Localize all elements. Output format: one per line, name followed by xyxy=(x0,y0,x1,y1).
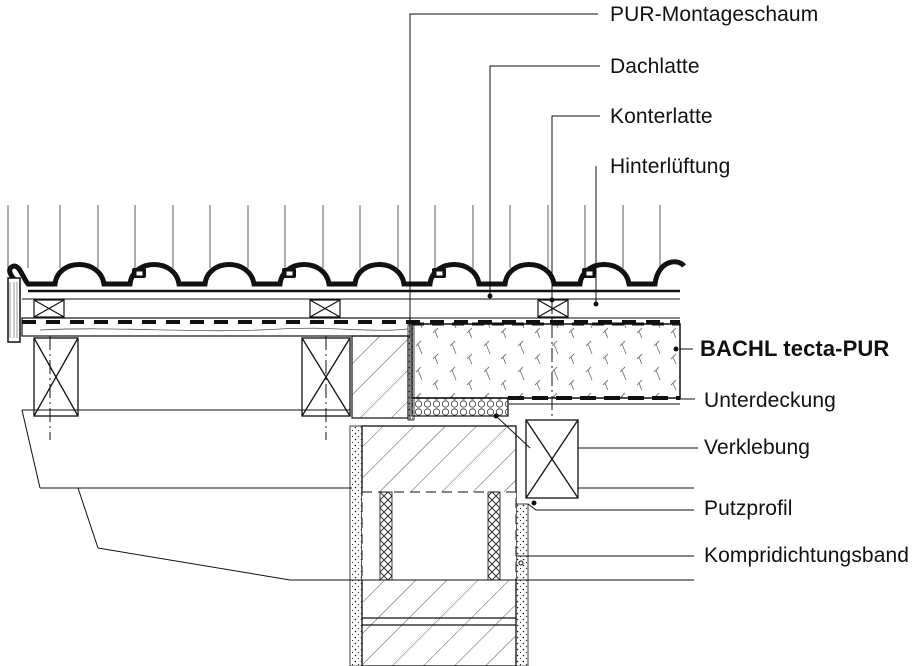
label-hinterlueftung: Hinterlüftung xyxy=(610,155,731,178)
boarding-layer xyxy=(21,317,680,337)
center-lines xyxy=(49,300,553,440)
leader-lines xyxy=(352,13,698,581)
rafters xyxy=(33,337,579,499)
label-pur-montageschaum: PUR-Montageschaum xyxy=(610,3,819,26)
tile-hatching xyxy=(7,205,661,268)
label-verklebung: Verklebung xyxy=(704,436,811,459)
label-product: BACHL tecta-PUR xyxy=(700,336,890,361)
wall-main xyxy=(349,425,529,666)
battens xyxy=(33,299,569,318)
soffit-lines xyxy=(21,409,352,581)
ventilation-layer xyxy=(22,298,680,319)
pur-insulation xyxy=(411,322,681,399)
underlay xyxy=(411,396,680,417)
wall-top xyxy=(351,323,415,421)
label-kompridichtungsband: Kompridichtungsband xyxy=(704,544,910,567)
label-dachlatte: Dachlatte xyxy=(610,55,700,78)
label-konterlatte: Konterlatte xyxy=(610,105,713,128)
label-unterdeckung: Unterdeckung xyxy=(704,389,836,412)
roof-tiles xyxy=(7,259,686,293)
fascia-board xyxy=(7,277,21,343)
label-putzprofil: Putzprofil xyxy=(704,497,793,520)
leader-dots xyxy=(487,293,679,566)
